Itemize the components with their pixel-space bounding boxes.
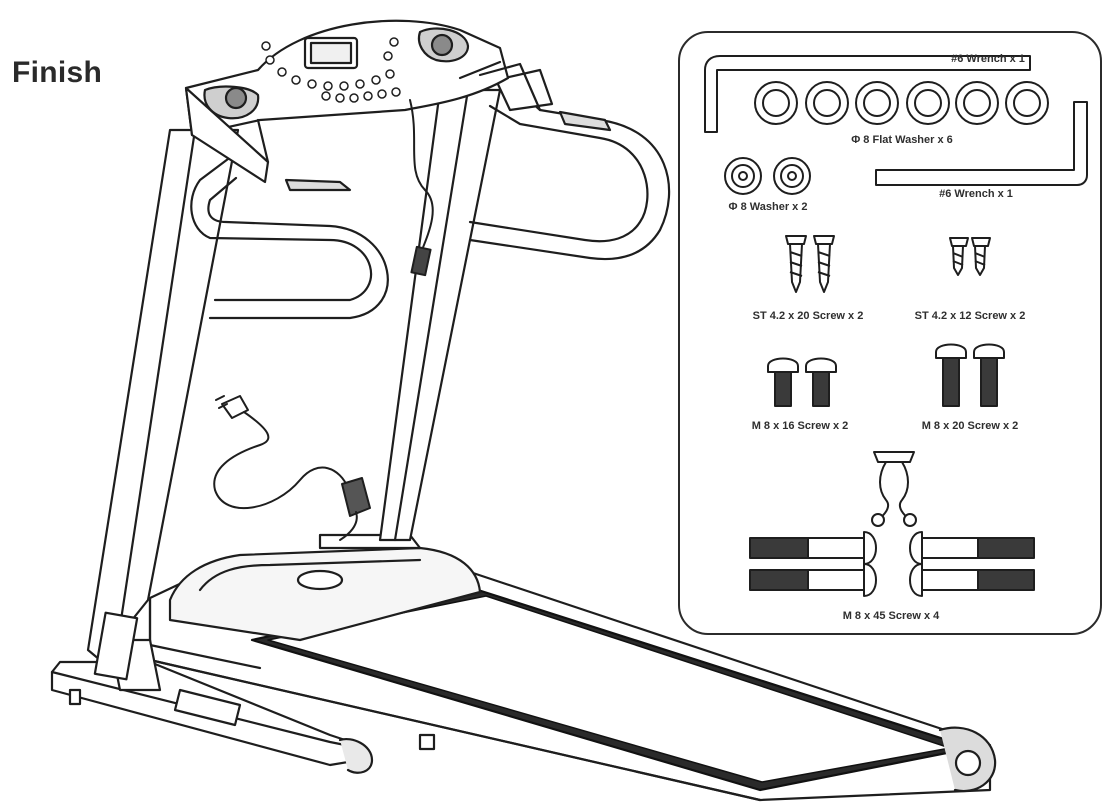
m8-screw-45-icons: [749, 531, 1035, 597]
page-title: Finish: [12, 56, 103, 89]
label-wrench: #6 Wrench x 1: [939, 188, 1013, 200]
safety-key-icon: [871, 451, 917, 527]
top-wrench-icon: [704, 55, 1031, 133]
power-cord: [213, 395, 371, 541]
st-screw-20-icons: [785, 235, 835, 293]
label-st-screw-12: ST 4.2 x 12 Screw x 2: [914, 310, 1026, 322]
right-handrail: [468, 68, 671, 261]
flat-washer-icons: [754, 81, 1049, 125]
label-washer: Φ 8 Washer x 2: [728, 201, 808, 213]
label-st-screw-20: ST 4.2 x 20 Screw x 2: [752, 310, 864, 322]
label-m8-screw-20: M 8 x 20 Screw x 2: [921, 420, 1019, 432]
label-m8-screw-45: M 8 x 45 Screw x 4: [842, 610, 940, 622]
label-flat-washer: Φ 8 Flat Washer x 6: [851, 134, 953, 146]
st-screw-12-icons: [949, 237, 991, 276]
left-handrail: [190, 148, 389, 320]
hardware-kit-panel: [678, 31, 1102, 635]
m8-screw-20-icons: [935, 343, 1005, 407]
washer-icons: [724, 157, 811, 195]
console-cable: [409, 99, 434, 277]
console: [184, 19, 542, 184]
treadmill-deck: [148, 570, 997, 802]
label-top-wrench: #6 Wrench x 1: [951, 53, 1025, 65]
wrench-icon: [875, 101, 1088, 186]
m8-screw-16-icons: [767, 357, 837, 407]
label-m8-screw-16: M 8 x 16 Screw x 2: [751, 420, 849, 432]
